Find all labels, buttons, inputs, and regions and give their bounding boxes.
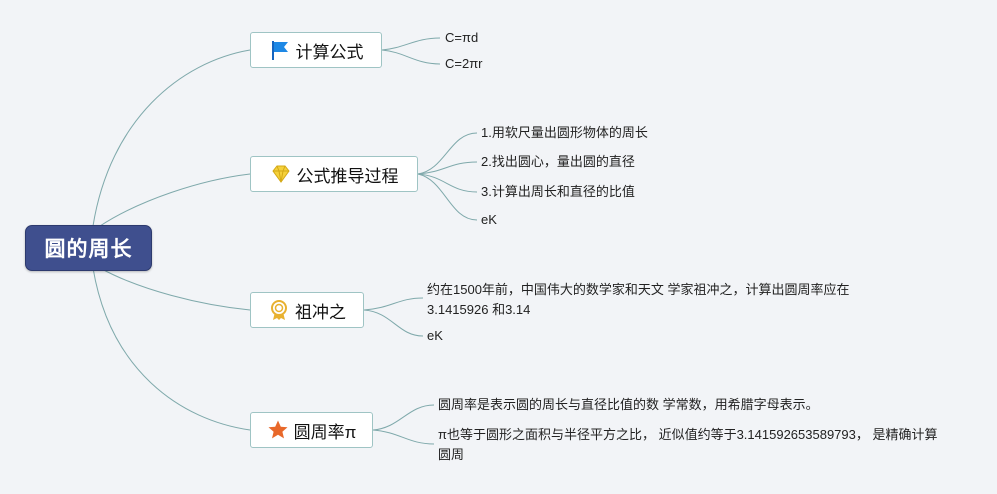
topic-pi[interactable]: 圆周率π <box>250 412 373 448</box>
leaf-pi-1[interactable]: 圆周率是表示圆的周长与直径比值的数 学常数，用希腊字母表示。 <box>438 397 819 412</box>
leaf-pi-2[interactable]: π也等于圆形之面积与半径平方之比， 近似值约等于3.14159265358979… <box>438 427 938 462</box>
topic-formula[interactable]: 计算公式 <box>250 32 382 68</box>
gem-icon <box>270 163 292 185</box>
blue-flag-icon <box>269 39 291 61</box>
leaf-derivation-4[interactable]: eK <box>481 212 497 227</box>
topic-derivation-label: 公式推导过程 <box>296 166 399 186</box>
topic-formula-label: 计算公式 <box>295 42 364 62</box>
leaf-zu-chongzhi-1[interactable]: 约在1500年前，中国伟大的数学家和天文 学家祖冲之，计算出圆周率应在3.141… <box>427 282 850 317</box>
root-topic-label: 圆的周长 <box>44 238 133 261</box>
leaf-zu-chongzhi-2[interactable]: eK <box>427 328 443 343</box>
topic-pi-label: 圆周率π <box>293 422 357 442</box>
star-icon <box>267 419 289 441</box>
topic-zu-chongzhi[interactable]: 祖冲之 <box>250 292 364 328</box>
connector-root-branch-1 <box>92 49 251 227</box>
leaf-formula-1[interactable]: C=πd <box>445 30 479 45</box>
connector-root-branch-3 <box>99 267 251 311</box>
connector-root-branch-4 <box>92 267 251 431</box>
leaf-derivation-3[interactable]: 3.计算出周长和直径的比值 <box>481 184 635 199</box>
leaf-derivation-1[interactable]: 1.用软尺量出圆形物体的周长 <box>481 125 648 140</box>
root-topic[interactable]: 圆的周长 <box>25 225 152 271</box>
leaf-derivation-2[interactable]: 2.找出圆心，量出圆的直径 <box>481 154 635 169</box>
leaf-formula-2[interactable]: C=2πr <box>445 56 483 71</box>
connector-root-branch-2 <box>99 173 251 227</box>
topic-zu-chongzhi-label: 祖冲之 <box>295 302 346 322</box>
award-ribbon-icon <box>268 299 290 321</box>
topic-derivation[interactable]: 公式推导过程 <box>250 156 418 192</box>
